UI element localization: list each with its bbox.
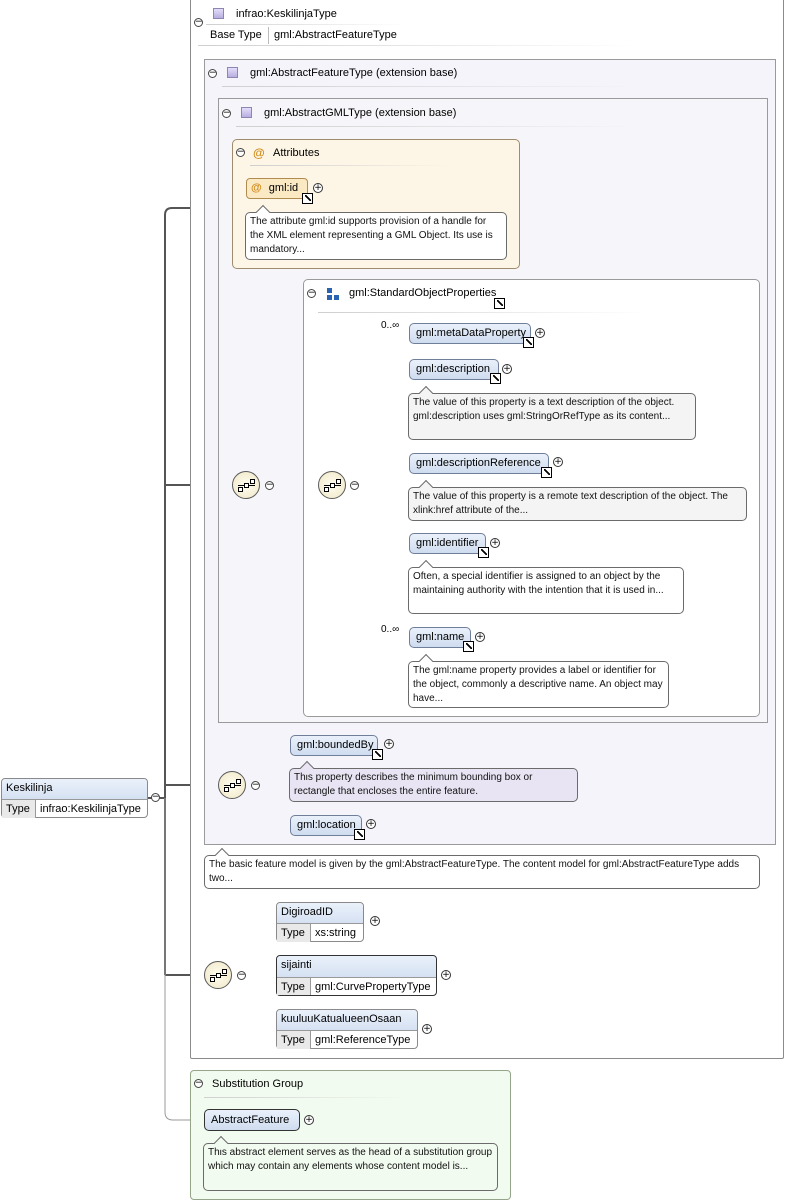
link-icon[interactable] <box>463 641 474 652</box>
expand-icon[interactable]: + <box>384 739 394 749</box>
element-doc: The value of this property is a text des… <box>408 393 696 440</box>
element-gml-location[interactable]: gml:location <box>290 815 362 836</box>
attribute-name: gml:id <box>268 182 299 194</box>
attribute-icon: @ <box>251 182 262 194</box>
collapse-icon[interactable]: − <box>194 17 203 27</box>
collapse-icon[interactable]: − <box>151 792 160 802</box>
substitution-group-label: Substitution Group <box>212 1078 304 1090</box>
element-gml-descriptionreference[interactable]: gml:descriptionReference <box>409 453 549 474</box>
collapse-icon[interactable]: − <box>251 780 260 790</box>
attributes-label: Attributes <box>273 147 320 159</box>
cardinality-label: 0..∞ <box>381 320 400 331</box>
expand-icon[interactable]: + <box>422 1024 432 1034</box>
expand-icon[interactable]: + <box>313 183 323 193</box>
type-value: xs:string <box>311 923 363 943</box>
expand-icon[interactable]: + <box>475 632 485 642</box>
link-icon[interactable] <box>541 467 552 478</box>
attribute-gml-id[interactable]: @ gml:id <box>246 178 308 199</box>
element-gml-metadataproperty[interactable]: gml:metaDataProperty <box>409 323 531 344</box>
link-icon[interactable] <box>523 337 534 348</box>
base-type-label: Base Type <box>210 29 262 41</box>
complex-type-icon <box>241 107 252 118</box>
element-sijainti[interactable]: sijainti Type gml:CurvePropertyType <box>276 955 437 996</box>
type-value: gml:CurvePropertyType <box>311 977 436 996</box>
collapse-icon[interactable]: − <box>222 108 231 118</box>
sequence-compositor-icon[interactable] <box>232 471 260 499</box>
collapse-icon[interactable]: − <box>307 288 316 298</box>
element-gml-description[interactable]: gml:description <box>409 359 499 380</box>
complex-type-icon <box>213 8 224 19</box>
link-icon[interactable] <box>494 298 505 309</box>
complex-type-icon <box>227 67 238 78</box>
extension2-label: gml:AbstractGMLType (extension base) <box>264 107 457 119</box>
expand-icon[interactable]: + <box>535 328 545 338</box>
type-value: gml:ReferenceType <box>311 1030 417 1050</box>
expand-icon[interactable]: + <box>553 457 563 467</box>
link-icon[interactable] <box>372 749 383 760</box>
link-icon[interactable] <box>354 829 365 840</box>
sequence-compositor-icon[interactable] <box>218 771 246 799</box>
element-doc: Often, a special identifier is assigned … <box>408 567 684 614</box>
collapse-icon[interactable]: − <box>350 480 359 490</box>
link-icon[interactable] <box>302 193 313 204</box>
type-label: Type <box>277 1030 311 1049</box>
link-icon[interactable] <box>478 547 489 558</box>
element-name: kuuluuKatualueenOsaan <box>277 1010 417 1030</box>
element-kuuluukatualueenosaan[interactable]: kuuluuKatualueenOsaan Type gml:Reference… <box>276 1009 418 1049</box>
element-gml-boundedby[interactable]: gml:boundedBy <box>290 735 378 756</box>
collapse-icon[interactable]: − <box>208 68 217 78</box>
type-label: Type <box>277 977 311 995</box>
element-gml-identifier[interactable]: gml:identifier <box>409 533 486 554</box>
base-type-value: gml:AbstractFeatureType <box>274 29 397 41</box>
element-doc: The value of this property is a remote t… <box>408 487 747 521</box>
element-doc: This property describes the minimum boun… <box>289 768 578 802</box>
feature-type-doc: The basic feature model is given by the … <box>204 855 760 889</box>
collapse-icon[interactable]: − <box>194 1078 203 1088</box>
element-gml-name[interactable]: gml:name <box>409 627 471 648</box>
expand-icon[interactable]: + <box>490 538 500 548</box>
expand-icon[interactable]: + <box>370 916 380 926</box>
expand-icon[interactable]: + <box>441 970 451 980</box>
element-abstractfeature[interactable]: AbstractFeature <box>204 1109 300 1131</box>
element-name: Keskilinja <box>2 779 147 799</box>
element-doc: The gml:name property provides a label o… <box>408 661 669 708</box>
type-label: Type <box>2 799 36 818</box>
expand-icon[interactable]: + <box>502 364 512 374</box>
sequence-compositor-icon[interactable] <box>204 961 232 989</box>
expand-icon[interactable]: + <box>304 1115 314 1125</box>
collapse-icon[interactable]: − <box>236 147 245 157</box>
attribute-doc: The attribute gml:id supports provision … <box>245 212 507 260</box>
link-icon[interactable] <box>490 373 501 384</box>
type-label: Type <box>277 923 311 942</box>
cardinality-label: 0..∞ <box>381 624 400 635</box>
root-element-keskilinja[interactable]: Keskilinja Type infrao:KeskilinjaType <box>1 778 148 818</box>
collapse-icon[interactable]: − <box>265 480 274 490</box>
collapse-icon[interactable]: − <box>237 970 246 980</box>
extension1-label: gml:AbstractFeatureType (extension base) <box>250 67 458 79</box>
element-name: DigiroadID <box>277 903 363 923</box>
group-icon <box>327 288 340 300</box>
complex-type-name: infrao:KeskilinjaType <box>236 8 337 20</box>
element-name: sijainti <box>277 956 436 977</box>
attribute-icon: @ <box>253 146 265 160</box>
element-digiroadid[interactable]: DigiroadID Type xs:string <box>276 902 364 942</box>
sequence-compositor-icon[interactable] <box>318 471 346 499</box>
group-name: gml:StandardObjectProperties <box>349 287 497 299</box>
type-value: infrao:KeskilinjaType <box>36 799 147 819</box>
expand-icon[interactable]: + <box>366 819 376 829</box>
substitution-head-doc: This abstract element serves as the head… <box>203 1143 498 1191</box>
